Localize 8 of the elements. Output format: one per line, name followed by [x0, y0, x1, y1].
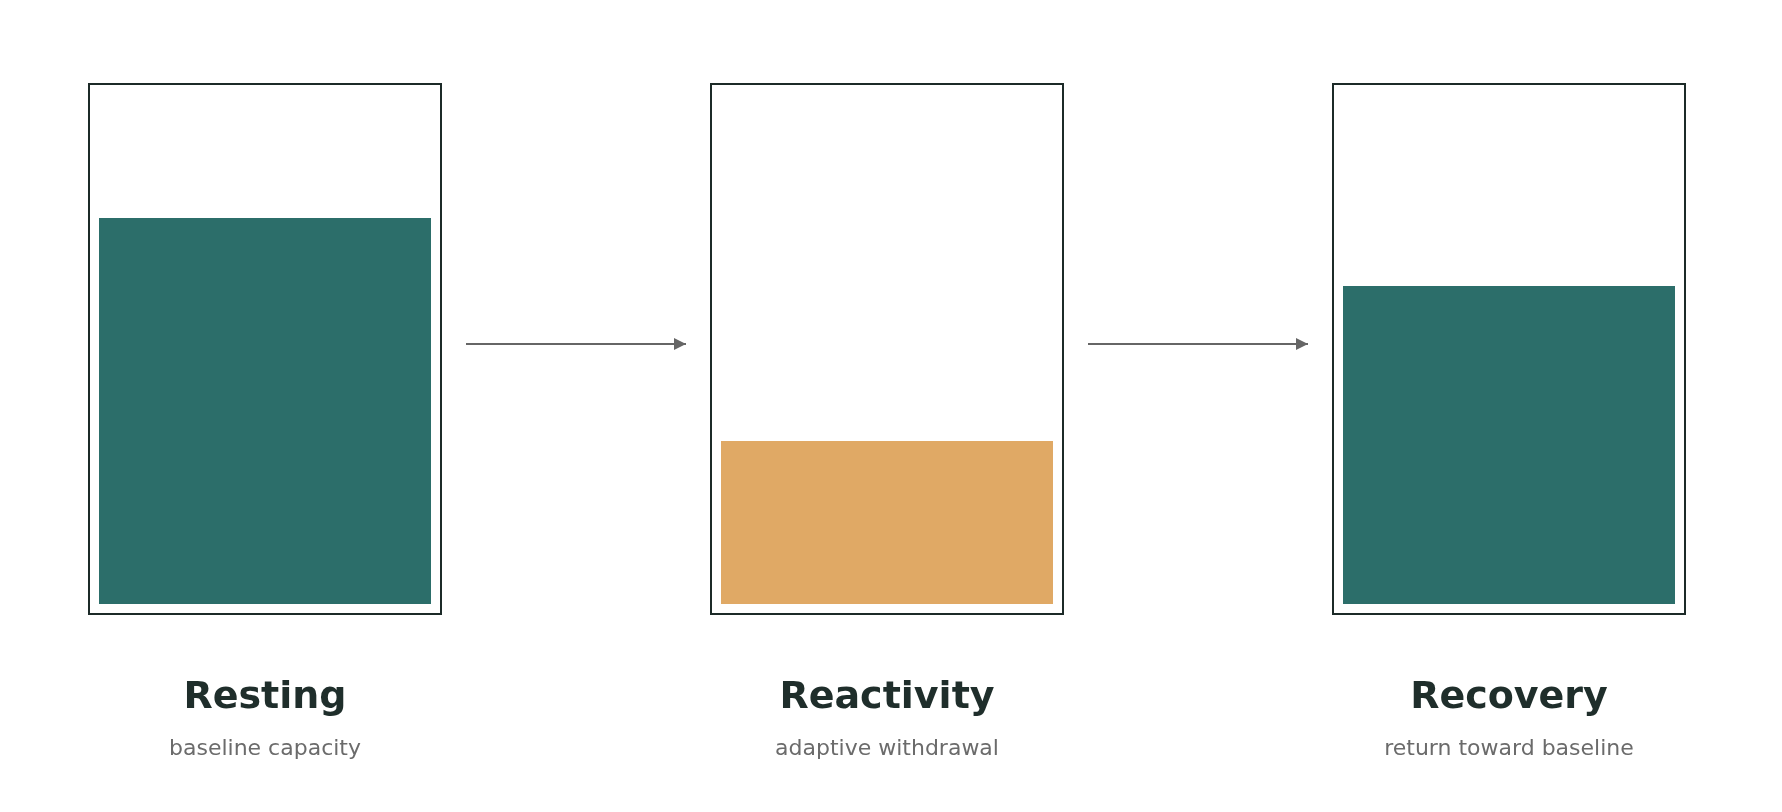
stage-description: adaptive withdrawal: [774, 735, 1000, 760]
arrow: [465, 338, 687, 350]
stage-heading: Reactivity: [778, 673, 996, 717]
stage-heading: Resting: [182, 673, 348, 717]
stage-heading: Recovery: [1409, 673, 1609, 717]
stage-description: return toward baseline: [1383, 735, 1635, 760]
arrow: [1087, 338, 1309, 350]
stage-description: baseline capacity: [168, 735, 362, 760]
